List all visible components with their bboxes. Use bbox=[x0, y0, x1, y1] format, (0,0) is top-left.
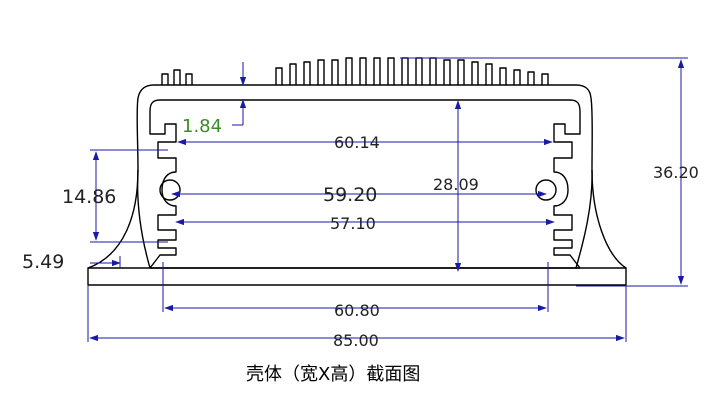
dim-slot-pitch: 14.86 bbox=[62, 186, 116, 208]
dim-top-wall: 1.84 bbox=[182, 116, 222, 137]
screw-boss-left bbox=[159, 179, 181, 201]
diagram-caption: 壳体（宽X高）截面图 bbox=[246, 364, 420, 385]
heat-sink-fins bbox=[161, 57, 549, 85]
inner-wall-right bbox=[553, 123, 581, 269]
dim-base-step: 5.49 bbox=[22, 251, 64, 273]
dim-inner-top-width: 60.14 bbox=[334, 133, 380, 152]
dim-overall-width: 85.00 bbox=[333, 331, 379, 350]
dim-slot-center-width: 59.20 bbox=[323, 184, 377, 206]
dimension-lines bbox=[87, 57, 688, 342]
dim-inner-lower-width: 57.10 bbox=[330, 214, 376, 233]
dimension-labels: 1.84 60.14 59.20 28.09 57.10 36.20 14.86… bbox=[22, 116, 699, 350]
inner-top-wall bbox=[149, 99, 581, 128]
base-plate bbox=[87, 267, 627, 286]
dim-inner-bottom-width: 60.80 bbox=[334, 301, 380, 320]
inner-wall-left bbox=[149, 123, 177, 269]
shell-outer-left bbox=[136, 84, 593, 269]
housing-profile bbox=[87, 57, 627, 286]
flange-right bbox=[591, 169, 627, 269]
screw-boss-right bbox=[535, 179, 557, 201]
dim-inner-height: 28.09 bbox=[433, 175, 479, 194]
dim-total-height: 36.20 bbox=[653, 163, 699, 182]
